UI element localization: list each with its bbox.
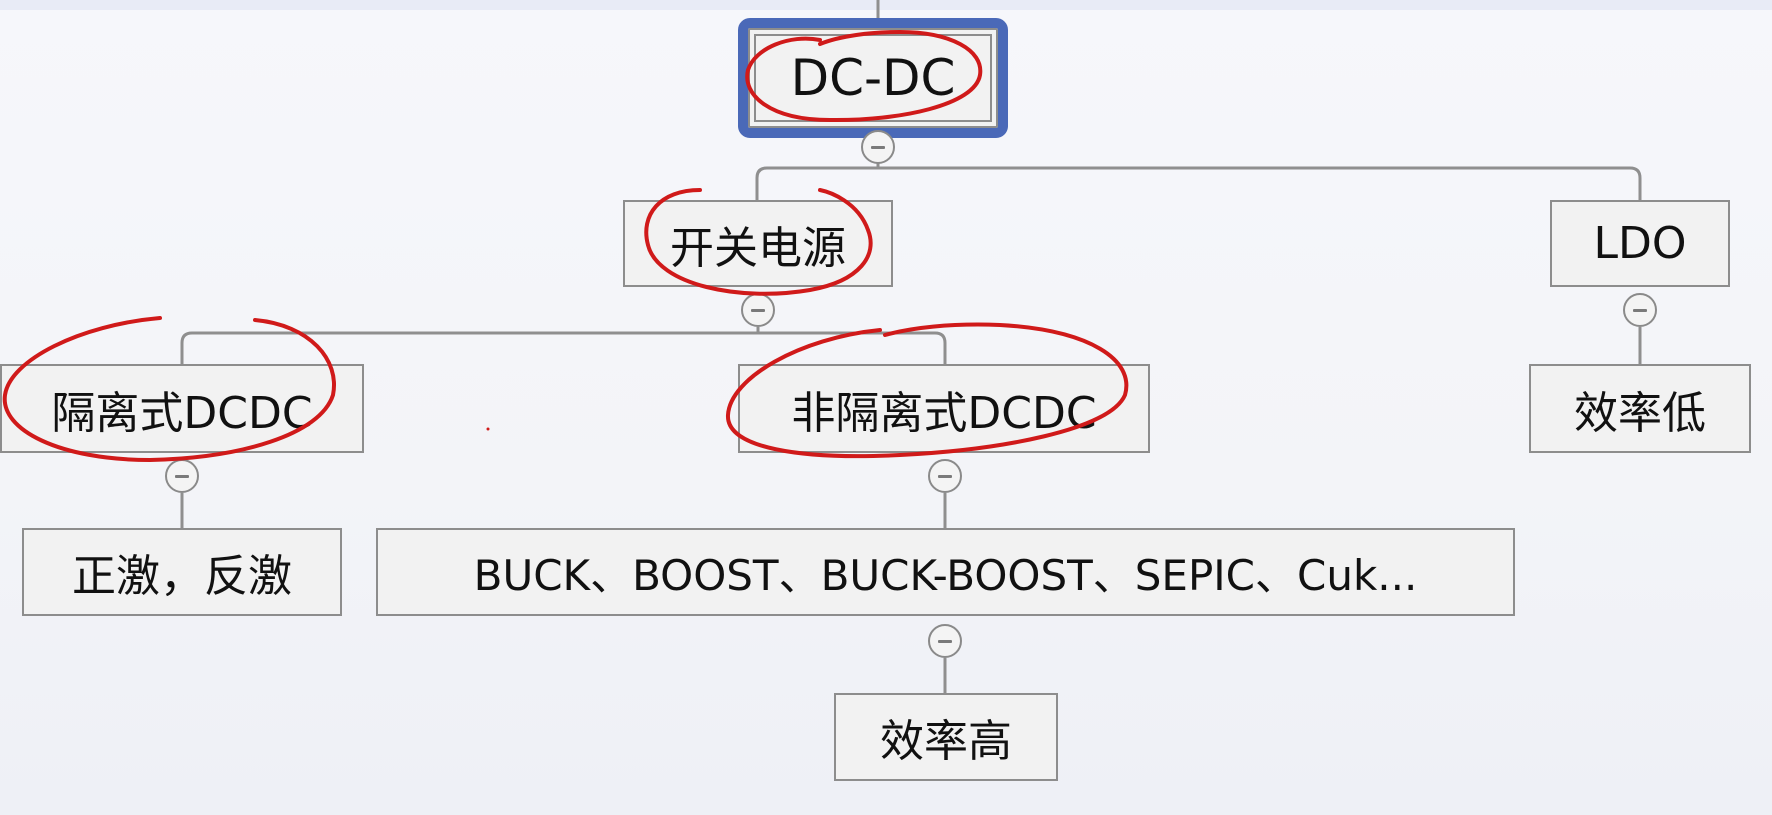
node-isolated-topologies[interactable]: 正激，反激 [22,528,342,616]
collapse-toggle-non-isolated-dcdc[interactable] [928,459,962,493]
node-isolated-topologies-label: 正激，反激 [72,551,292,602]
node-non-isolated-dcdc-label: 非隔离式DCDC [791,387,1097,439]
minus-icon [871,145,885,149]
node-non-isolated-topologies[interactable]: BUCK、BOOST、BUCK-BOOST、SEPIC、Cuk... [376,528,1515,616]
node-ldo-label: LDO [1593,218,1687,269]
collapse-toggle-non-isolated-topologies[interactable] [928,624,962,658]
minus-icon [175,474,189,478]
node-non-isolated-dcdc[interactable]: 非隔离式DCDC [738,364,1150,453]
node-non-isolated-efficiency-label: 效率高 [880,716,1012,767]
node-ldo[interactable]: LDO [1550,200,1730,287]
minus-icon [938,639,952,643]
collapse-toggle-isolated-dcdc[interactable] [165,459,199,493]
collapse-toggle-dc-dc[interactable] [861,130,895,164]
node-isolated-dcdc-label: 隔离式DCDC [51,387,313,439]
minus-icon [1633,308,1647,312]
node-switching-power-supply[interactable]: 开关电源 [623,200,893,287]
collapse-toggle-switching-power-supply[interactable] [741,293,775,327]
node-isolated-dcdc[interactable]: 隔离式DCDC [0,364,364,453]
node-dc-dc[interactable]: DC-DC [738,18,1008,138]
collapse-toggle-ldo[interactable] [1623,293,1657,327]
node-ldo-efficiency[interactable]: 效率低 [1529,364,1751,453]
node-ldo-efficiency-label: 效率低 [1574,387,1706,439]
minus-icon [751,308,765,312]
node-non-isolated-efficiency[interactable]: 效率高 [834,693,1058,781]
node-switching-power-supply-label: 开关电源 [670,222,846,274]
node-non-isolated-topologies-label: BUCK、BOOST、BUCK-BOOST、SEPIC、Cuk... [473,550,1418,600]
minus-icon [938,474,952,478]
node-dc-dc-label: DC-DC [790,49,956,107]
